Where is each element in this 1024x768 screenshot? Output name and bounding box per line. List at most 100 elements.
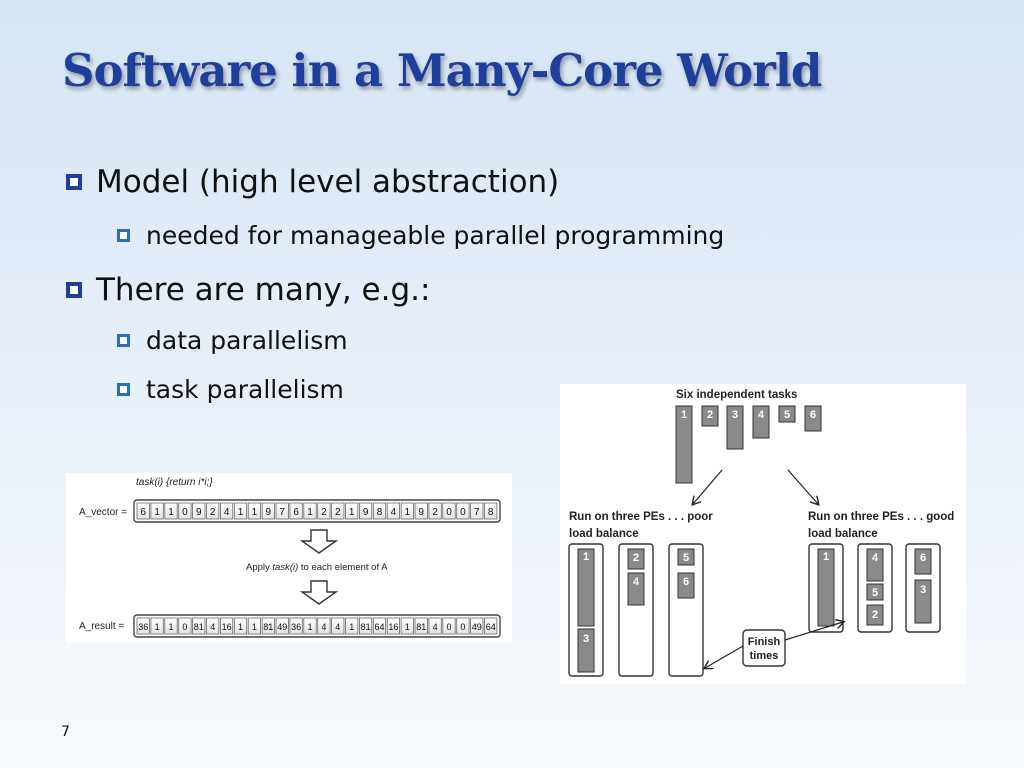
array-cell xyxy=(372,502,387,520)
array-cell xyxy=(400,502,414,520)
array-cell xyxy=(442,617,456,635)
array-cell xyxy=(428,617,442,635)
array-cell-value: 1 xyxy=(168,622,173,632)
array-cell xyxy=(178,502,192,520)
array-cell-value: 4 xyxy=(433,622,438,632)
task-number: 5 xyxy=(872,587,878,599)
task-number: 2 xyxy=(633,552,639,564)
array-cell-value: 36 xyxy=(291,622,301,632)
array-cell-value: 0 xyxy=(182,507,188,518)
array-cell-value: 16 xyxy=(388,622,398,632)
array-cell xyxy=(470,502,484,520)
array-cell-value: 81 xyxy=(361,622,371,632)
task-5-block xyxy=(778,405,796,423)
square-bullet-icon xyxy=(117,383,130,396)
task-6-block xyxy=(677,572,695,599)
array-cell-value: 49 xyxy=(472,622,482,632)
array-cell-value: 1 xyxy=(238,507,244,518)
array-cell xyxy=(136,617,150,635)
array-cell xyxy=(317,502,331,520)
task-4-block xyxy=(752,405,770,439)
array-cell-value: 4 xyxy=(321,622,326,632)
array-cell xyxy=(358,502,373,520)
task-number: 3 xyxy=(920,584,926,596)
array-cell xyxy=(303,617,317,635)
task-5-block xyxy=(677,548,695,566)
array-cell-value: 16 xyxy=(222,622,232,632)
array-cell xyxy=(386,502,401,520)
array-cell xyxy=(150,502,164,520)
finish-arrow-right xyxy=(784,622,843,641)
task-number: 1 xyxy=(823,551,829,563)
array-cell-value: 0 xyxy=(460,622,465,632)
array-cell xyxy=(136,502,150,520)
vector-frame xyxy=(133,499,501,523)
bullet-text: Model (high level abstraction) xyxy=(96,164,560,200)
array-cell xyxy=(331,617,345,635)
finish-times-callout xyxy=(742,629,786,667)
array-cell-value: 9 xyxy=(363,507,369,518)
array-cell-value: 64 xyxy=(486,622,496,632)
array-cell-value: 1 xyxy=(154,507,160,518)
array-cell-value: 1 xyxy=(349,622,354,632)
task-number: 6 xyxy=(810,409,816,421)
array-cell xyxy=(400,617,414,635)
array-cell-value: 0 xyxy=(446,507,452,518)
finish-label: Finish xyxy=(748,636,781,648)
array-cell xyxy=(275,502,289,520)
apply-caption: Apply task(i) to each element of A xyxy=(246,562,388,573)
task-4-block xyxy=(866,548,884,582)
array-cell xyxy=(247,617,261,635)
array-cell-value: 4 xyxy=(210,622,215,632)
array-cell-value: 6 xyxy=(140,507,146,518)
bullet-data-parallelism: data parallelism xyxy=(117,326,348,355)
array-cell-value: 81 xyxy=(194,622,204,632)
array-cell xyxy=(414,502,428,520)
down-arrow-icon xyxy=(299,529,339,554)
array-cell-value: 1 xyxy=(238,622,243,632)
square-bullet-icon xyxy=(117,229,130,242)
arrow-right xyxy=(787,469,818,504)
array-cell xyxy=(178,617,192,635)
array-cell-value: 9 xyxy=(418,507,424,518)
array-cell-value: 6 xyxy=(293,507,299,518)
array-cell-value: 7 xyxy=(279,507,285,518)
array-cell-value: 4 xyxy=(224,507,230,518)
array-cell xyxy=(206,502,220,520)
bullet-text: task parallelism xyxy=(146,375,344,404)
array-cell xyxy=(414,617,428,635)
task-parallelism-figure: 1 2 3 4 5 6 Six independent tasks Run on… xyxy=(560,384,966,684)
bullet-text: data parallelism xyxy=(146,326,348,355)
array-cell-value: 49 xyxy=(277,622,287,632)
square-bullet-icon xyxy=(117,334,130,347)
task-3-block xyxy=(914,579,932,624)
task-number: 3 xyxy=(583,633,589,645)
task-number: 6 xyxy=(920,552,926,564)
array-cell-value: 81 xyxy=(263,622,273,632)
task-number: 2 xyxy=(872,609,878,621)
times-label: times xyxy=(750,650,779,662)
array-cell-value: 0 xyxy=(182,622,187,632)
task-2-block xyxy=(701,405,719,427)
bullet-task-parallelism: task parallelism xyxy=(117,375,344,404)
task-number: 1 xyxy=(583,551,589,563)
array-cell xyxy=(289,617,303,635)
square-bullet-icon xyxy=(66,282,82,298)
array-cell xyxy=(150,617,164,635)
task-number: 4 xyxy=(758,409,765,421)
array-cell xyxy=(303,502,317,520)
array-cell xyxy=(456,502,470,520)
array-cell-value: 4 xyxy=(391,507,397,518)
array-cell xyxy=(219,502,234,520)
array-cell xyxy=(192,617,206,635)
page-number: 7 xyxy=(61,724,70,740)
slide-title: Software in a Many-Core World xyxy=(62,44,822,97)
task-number: 4 xyxy=(872,552,879,564)
array-cell-value: 81 xyxy=(416,622,426,632)
result-label: A_result = xyxy=(79,621,124,632)
array-cell xyxy=(470,617,484,635)
task-6-block xyxy=(914,548,932,575)
array-cell xyxy=(164,617,178,635)
array-cell xyxy=(219,617,234,635)
bullet-many: There are many, e.g.: xyxy=(66,272,430,308)
